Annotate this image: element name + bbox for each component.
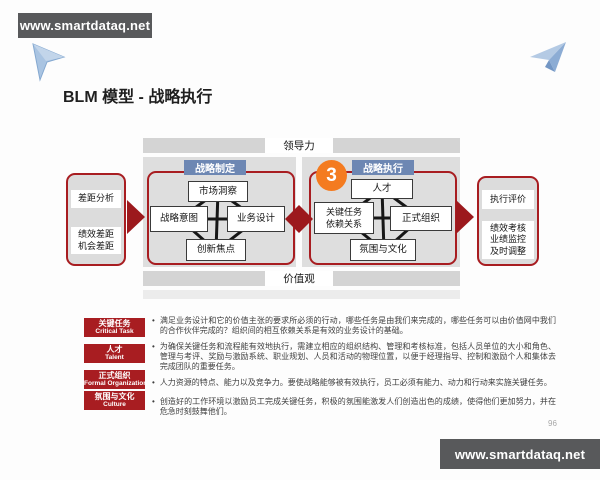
opportunity-gap-label: 机会差距 (77, 240, 114, 251)
leadership-label: 领导力 (265, 138, 333, 153)
gap-analysis-items: 绩效差距 机会差距 (71, 227, 121, 254)
paper-plane-icon (530, 42, 566, 72)
values-label: 价值观 (265, 271, 333, 286)
diamond-connector-icon (285, 205, 313, 233)
legend-label-formal-organization: 正式组织 Formal Organization (84, 370, 148, 389)
bullet-icon: • (152, 397, 155, 406)
business-design-node: 业务设计 (227, 206, 285, 232)
critical-task-line1: 关键任务 (325, 207, 362, 217)
legend-text: 为确保关键任务和流程能有效地执行，需建立相应的组织结构、管理和考核标准，包括人员… (159, 342, 556, 371)
legend-zh: 关键任务 (98, 319, 131, 328)
arrow-right-icon (127, 200, 145, 234)
performance-gap-label: 绩效差距 (77, 229, 114, 239)
innovation-focus-node: 创新焦点 (186, 239, 246, 261)
legend-text-culture: • 创造好的工作环境以激励员工完成关键任务，积极的氛围能激发人们创造出色的成绩，… (152, 397, 556, 417)
legend-label-talent: 人才 Talent (84, 344, 145, 363)
legend-zh: 氛围与文化 (94, 392, 135, 401)
legend-en: Talent (105, 354, 124, 361)
legend-label-culture: 氛围与文化 Culture (84, 391, 145, 410)
formal-org-node: 正式组织 (390, 206, 452, 231)
legend-zh: 正式组织 (98, 371, 131, 380)
legend-text-critical-task: • 满足业务设计和它的价值主张的要求所必须的行动，哪些任务是由我们来完成的，哪些… (152, 316, 556, 336)
website-banner-top: www.smartdataq.net (18, 13, 152, 38)
critical-task-node: 关键任务 依赖关系 (314, 202, 374, 234)
step-3-badge: 3 (316, 160, 347, 191)
critical-task-line2: 依赖关系 (325, 219, 362, 229)
legend-label-critical-task: 关键任务 Critical Task (84, 318, 145, 337)
legend-text: 满足业务设计和它的价值主张的要求所必须的行动，哪些任务是由我们来完成的，哪些任务… (159, 316, 556, 335)
cursor-arrow-icon (32, 43, 66, 82)
talent-node: 人才 (351, 179, 413, 199)
formulation-header: 战略制定 (184, 160, 246, 175)
strategic-intent-node: 战略意图 (150, 206, 208, 232)
kpi-review-label: 绩效考核 (489, 222, 526, 233)
bullet-icon: • (152, 378, 155, 387)
website-banner-bottom: www.smartdataq.net (440, 439, 600, 469)
timely-adjust-label: 及时调整 (489, 245, 526, 256)
evaluation-items: 绩效考核 业绩监控 及时调整 (482, 221, 534, 259)
legend-text-talent: • 为确保关键任务和流程能有效地执行，需建立相应的组织结构、管理和考核标准，包括… (152, 342, 556, 371)
bullet-icon: • (152, 316, 155, 325)
execution-header: 战略执行 (352, 160, 414, 175)
legend-en: Critical Task (95, 328, 134, 335)
evaluation-title: 执行评价 (482, 190, 534, 209)
legend-en: Formal Organization (84, 380, 148, 387)
evaluation-box: 执行评价 绩效考核 业绩监控 及时调整 (477, 176, 539, 266)
legend-text: 人力资源的特点、能力以及竞争力。要使战略能够被有效执行，员工必须有能力、动力和行… (159, 378, 552, 387)
arrow-right-icon (456, 200, 474, 234)
legend-zh: 人才 (106, 345, 123, 354)
legend-en: Culture (103, 401, 126, 408)
page-number: 96 (548, 419, 557, 428)
legend-text: 创造好的工作环境以激励员工完成关键任务，积极的氛围能激发人们创造出色的成绩，使得… (159, 397, 556, 416)
market-insight-node: 市场洞察 (188, 181, 248, 202)
culture-node: 氛围与文化 (350, 239, 416, 261)
page-title: BLM 模型 - 战略执行 (63, 89, 213, 106)
gap-analysis-box: 差距分析 绩效差距 机会差距 (66, 173, 126, 266)
performance-monitor-label: 业绩监控 (489, 234, 526, 245)
bullet-icon: • (152, 342, 155, 351)
legend-text-formal-organization: • 人力资源的特点、能力以及竞争力。要使战略能够被有效执行，员工必须有能力、动力… (152, 378, 556, 388)
gap-analysis-title: 差距分析 (71, 190, 121, 208)
frame-footer-strip (143, 290, 460, 299)
